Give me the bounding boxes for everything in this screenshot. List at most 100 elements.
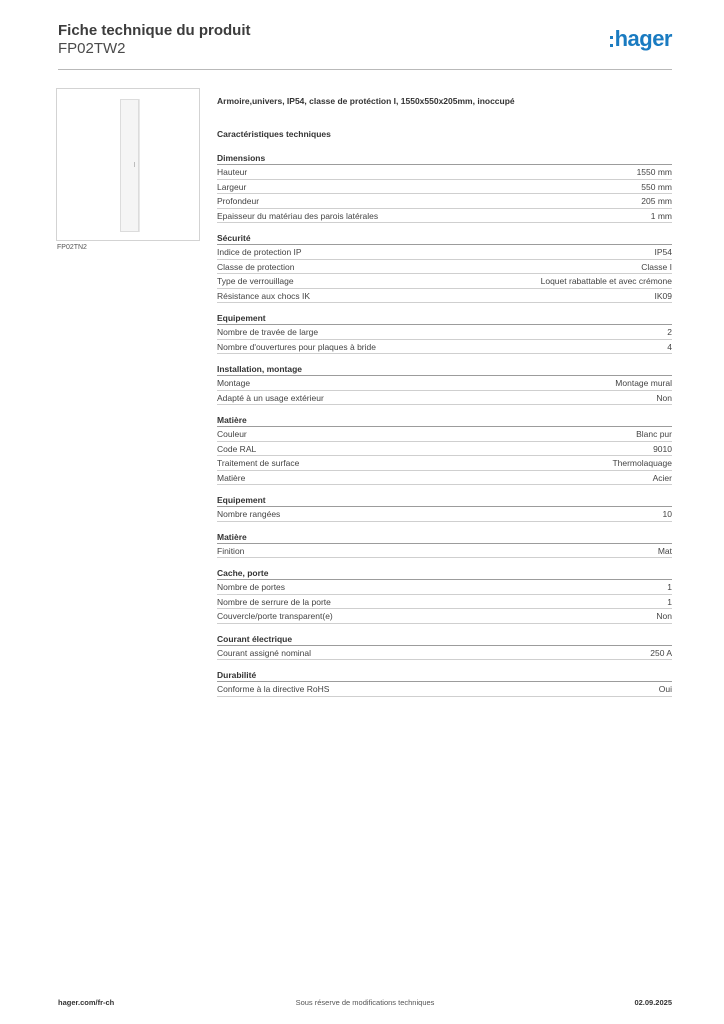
spec-row: Nombre rangées 10	[217, 507, 672, 522]
spec-row: Epaisseur du matériau des parois latéral…	[217, 209, 672, 223]
spec-row: Nombre de portes 1	[217, 580, 672, 595]
product-reference: FP02TW2	[58, 40, 126, 57]
spec-row: Adapté à un usage extérieur Non	[217, 391, 672, 405]
spec-label: Type de verrouillage	[217, 276, 294, 286]
section-title: Durabilité	[217, 669, 672, 682]
section-title: Dimensions	[217, 152, 672, 165]
spec-label: Traitement de surface	[217, 458, 300, 468]
spec-row: Courant assigné nominal 250 A	[217, 646, 672, 660]
spec-row: Montage Montage mural	[217, 376, 672, 391]
section-title: Matière	[217, 531, 672, 544]
spec-value: Blanc pur	[636, 429, 672, 439]
spec-label: Hauteur	[217, 167, 248, 177]
spec-row: Type de verrouillage Loquet rabattable et…	[217, 274, 672, 289]
spec-value: Loquet rabattable et avec crémone	[540, 276, 672, 286]
spec-value: 4	[667, 341, 672, 352]
footer-website[interactable]: hager.com/fr-ch	[58, 998, 115, 1007]
spec-row: Résistance aux chocs IK IK09	[217, 289, 673, 303]
document-title: Fiche technique du produit	[58, 22, 251, 39]
specs-heading: Caractéristiques techniques	[217, 129, 331, 139]
spec-label: Couvercle/porte transparent(e)	[217, 611, 333, 621]
logo-colon-icon	[609, 36, 613, 47]
spec-label: Montage	[217, 378, 251, 388]
spec-label: Nombre rangées	[217, 509, 281, 519]
spec-row: Matière Acier	[217, 471, 672, 485]
spec-row: Nombre de travée de large 2	[217, 325, 672, 340]
section-title: Equipement	[217, 312, 672, 325]
spec-value: IP54	[654, 247, 673, 257]
hager-logo: hager	[609, 26, 673, 51]
spec-row: Profondeur 205 mm	[217, 194, 672, 209]
spec-value: 9010	[653, 443, 672, 454]
spec-label: Nombre de serrure de la porte	[217, 596, 331, 607]
spec-row: Couvercle/porte transparent(e) Non	[217, 609, 672, 624]
spec-value: Non	[656, 611, 672, 621]
spec-label: Finition	[217, 545, 245, 556]
spec-value: 205 mm	[641, 196, 672, 206]
logo-text: hager	[614, 26, 673, 51]
spec-row: Finition Mat	[217, 544, 672, 558]
spec-label: Classe de protection	[217, 261, 295, 272]
spec-value: 1	[667, 582, 672, 592]
spec-value: 1	[667, 596, 672, 607]
spec-row: Indice de protection IP IP54	[217, 245, 672, 260]
spec-row: Conforme à la directive RoHS Oui	[217, 682, 672, 697]
spec-value: 250 A	[650, 647, 672, 658]
spec-value: Classe I	[641, 261, 672, 272]
spec-value: Oui	[658, 684, 672, 694]
spec-value: Non	[656, 392, 672, 403]
section-title: Installation, montage	[217, 363, 672, 376]
section-title: Equipement	[217, 494, 672, 507]
spec-value: Montage mural	[615, 378, 672, 388]
spec-value: Acier	[652, 472, 672, 483]
product-image-frame	[56, 88, 200, 241]
spec-label: Résistance aux chocs IK	[217, 290, 311, 301]
section-title: Sécurité	[217, 232, 672, 245]
door-handle	[134, 162, 135, 167]
section-title: Cache, porte	[217, 567, 672, 580]
spec-label: Profondeur	[217, 196, 260, 206]
spec-row: Classe de protection Classe I	[217, 260, 672, 274]
spec-label: Epaisseur du matériau des parois latéral…	[217, 210, 379, 221]
product-specifications: Armoire,univers, IP54, classe de protéct…	[217, 96, 672, 697]
spec-label: Courant assigné nominal	[217, 647, 312, 658]
spec-row: Nombre d'ouvertures pour plaques à bride…	[217, 340, 672, 354]
document-footer: hager.com/fr-ch Sous réserve de modifica…	[58, 998, 672, 1010]
spec-label: Indice de protection IP	[217, 247, 302, 257]
footer-disclaimer: Sous réserve de modifications techniques	[295, 998, 435, 1007]
spec-label: Nombre de portes	[217, 582, 286, 592]
spec-label: Nombre de travée de large	[217, 327, 319, 337]
spec-label: Conforme à la directive RoHS	[217, 684, 330, 694]
spec-value: Mat	[657, 545, 672, 556]
spec-row: Nombre de serrure de la porte 1	[217, 595, 672, 609]
spec-label: Adapté à un usage extérieur	[217, 392, 324, 403]
section-title: Courant électrique	[217, 633, 672, 646]
cabinet-image	[120, 99, 139, 232]
document-header: Fiche technique du produit FP02TW2 hager	[58, 22, 673, 70]
footer-date: 02.09.2025	[634, 998, 672, 1007]
spec-label: Matière	[217, 472, 246, 483]
image-caption: FP02TN2	[57, 244, 87, 251]
spec-value: 2	[667, 327, 672, 337]
section-title: Matière	[217, 414, 672, 427]
spec-value: 550 mm	[641, 181, 672, 192]
product-description: Armoire,univers, IP54, classe de protéct…	[217, 96, 515, 106]
spec-value: IK09	[654, 290, 673, 301]
spec-value: 10	[662, 509, 672, 519]
